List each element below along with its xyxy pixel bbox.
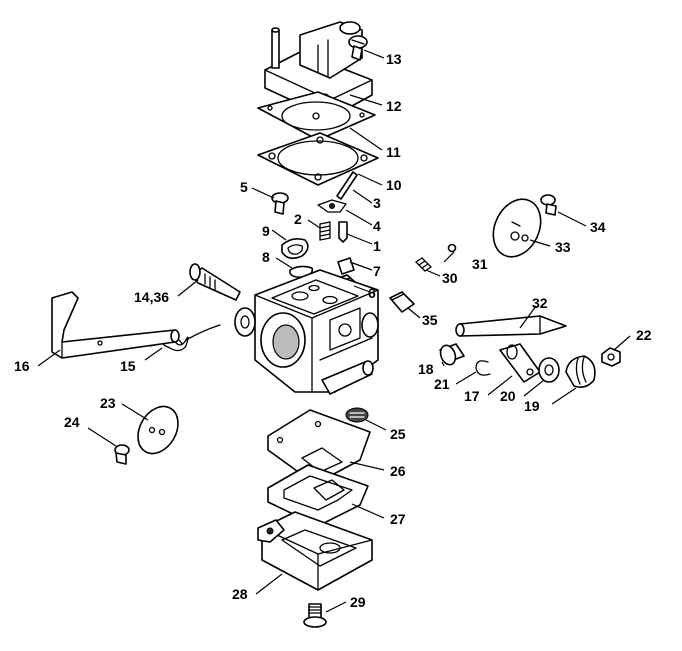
- label-13: 13: [386, 51, 402, 67]
- part-4-inlet-lever: [317, 199, 347, 213]
- label-24: 24: [64, 414, 80, 430]
- part-27-gasket: [267, 464, 369, 527]
- part-11-diaphragm: [257, 91, 376, 141]
- label-27: 27: [390, 511, 406, 527]
- label-14-36: 14,36: [134, 289, 169, 305]
- label-21: 21: [434, 376, 450, 392]
- part-5-screw: [271, 192, 289, 215]
- label-10: 10: [386, 177, 402, 193]
- part-32-shaft: [455, 315, 567, 337]
- part-labels: 13 12 11 10 3 4 1 5 2 9 8 7 6 31 30 33 3…: [14, 51, 652, 610]
- part-22-nut: [601, 347, 621, 367]
- label-5: 5: [240, 179, 248, 195]
- label-31: 31: [472, 256, 488, 272]
- part-14-36-adjusting-screw: [189, 263, 241, 301]
- label-1: 1: [373, 238, 381, 254]
- part-35-bushing: [389, 291, 415, 313]
- part-33-throttle-plate: [492, 198, 542, 258]
- part-10-gasket: [257, 132, 379, 186]
- part-7-fitting: [337, 257, 355, 275]
- label-22: 22: [636, 327, 652, 343]
- label-17: 17: [464, 388, 480, 404]
- part-1-inlet-needle: [338, 221, 348, 243]
- part-13-screw: [348, 35, 368, 61]
- part-3-needle-pin: [336, 171, 358, 200]
- label-12: 12: [386, 98, 402, 114]
- label-26: 26: [390, 463, 406, 479]
- label-18: 18: [418, 361, 434, 377]
- label-35: 35: [422, 312, 438, 328]
- label-28: 28: [232, 586, 248, 602]
- part-12-pump-cover: [264, 21, 373, 119]
- label-25: 25: [390, 426, 406, 442]
- part-28-metering-cover: [257, 511, 373, 591]
- part-19-cap: [565, 355, 596, 388]
- label-16: 16: [14, 358, 30, 374]
- label-29: 29: [350, 594, 366, 610]
- part-24-screw: [114, 444, 130, 465]
- label-8: 8: [262, 249, 270, 265]
- part-20-washer: [538, 357, 560, 383]
- part-2-spring: [319, 221, 331, 241]
- label-34: 34: [590, 219, 606, 235]
- part-25-strainer: [345, 407, 369, 423]
- label-9: 9: [262, 223, 270, 239]
- label-6: 6: [368, 285, 376, 301]
- part-9-gasket-ring: [281, 238, 309, 260]
- part-31-ball: [447, 243, 457, 253]
- part-30-spring: [415, 257, 432, 272]
- part-17-lever: [499, 343, 541, 383]
- label-15: 15: [120, 358, 136, 374]
- part-34-screw: [540, 194, 557, 216]
- label-23: 23: [100, 395, 116, 411]
- label-32: 32: [532, 295, 548, 311]
- label-2: 2: [294, 211, 302, 227]
- part-21-clip: [475, 360, 491, 376]
- label-3: 3: [373, 195, 381, 211]
- part-29-screw: [303, 603, 327, 628]
- carburetor-body: [234, 269, 379, 395]
- label-33: 33: [555, 239, 571, 255]
- leader-lines: [37, 49, 631, 613]
- label-19: 19: [524, 398, 540, 414]
- label-20: 20: [500, 388, 516, 404]
- label-30: 30: [442, 270, 458, 286]
- label-7: 7: [373, 263, 381, 279]
- label-4: 4: [373, 218, 381, 234]
- part-16-shaft-lever: [51, 291, 180, 359]
- label-11: 11: [386, 144, 401, 160]
- part-18-bushing: [439, 343, 465, 366]
- part-23-choke-plate: [137, 405, 179, 455]
